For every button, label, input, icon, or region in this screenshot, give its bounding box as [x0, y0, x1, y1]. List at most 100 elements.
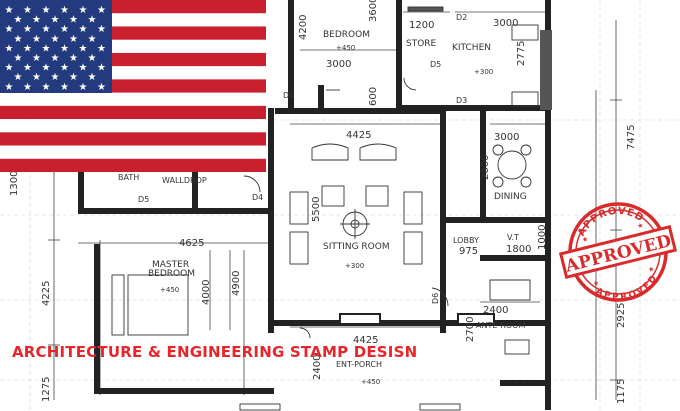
flag-star: ★ — [32, 72, 41, 83]
room-walldrop: WALLDROP — [162, 176, 207, 185]
flag-star: ★ — [69, 53, 78, 64]
level-bedroom: +450 — [336, 44, 355, 52]
flag-star: ★ — [79, 24, 88, 35]
flag-star: ★ — [79, 82, 88, 93]
room-master-line1: MASTER — [152, 260, 189, 270]
dim-label: 3000 — [493, 18, 518, 29]
dim-label: 1275 — [41, 377, 52, 402]
dim-label: 3000 — [494, 132, 519, 143]
flag-star: ★ — [60, 24, 69, 35]
flag-star: ★ — [88, 34, 97, 45]
flag-star: ★ — [42, 63, 51, 74]
room-bedroom: BEDROOM — [323, 30, 370, 40]
level-porch: +450 — [361, 378, 380, 386]
dim-label: 4425 — [353, 335, 378, 346]
flag-star: ★ — [23, 43, 32, 54]
flag-star: ★ — [23, 24, 32, 35]
dim-label: 4000 — [201, 280, 212, 305]
dim-label: 3000 — [326, 59, 351, 70]
flag-star: ★ — [5, 43, 14, 54]
dim-label: 1800 — [506, 244, 531, 255]
flag-star: ★ — [32, 15, 41, 26]
flag-star: ★ — [42, 24, 51, 35]
flag-star: ★ — [79, 43, 88, 54]
dim-label: 2800 — [480, 155, 491, 180]
flag-star: ★ — [60, 82, 69, 93]
dim-label: 600 — [368, 87, 379, 106]
flag-star: ★ — [51, 15, 60, 26]
door-label: D3 — [456, 96, 467, 105]
flag-star: ★ — [88, 15, 97, 26]
level-kitchen: +300 — [474, 68, 493, 76]
flag-star: ★ — [69, 15, 78, 26]
level-sitting: +300 — [345, 262, 364, 270]
flag-star: ★ — [97, 63, 106, 74]
dim-label: 5500 — [311, 197, 322, 222]
flag-star: ★ — [69, 72, 78, 83]
flag-star: ★ — [23, 82, 32, 93]
flag-star: ★ — [97, 24, 106, 35]
dim-label: 3600 — [368, 0, 379, 22]
door-label: D4 — [283, 91, 294, 100]
flag-star: ★ — [51, 72, 60, 83]
us-flag-icon: ★★★★★★★★★★★★★★★★★★★★★★★★★★★★★★★★★★★★★★★★… — [0, 0, 266, 172]
room-bath: BATH — [118, 173, 139, 182]
flag-star: ★ — [5, 24, 14, 35]
flag-star: ★ — [60, 43, 69, 54]
flag-star: ★ — [14, 34, 23, 45]
dim-label: 2775 — [516, 41, 527, 66]
door-label: D4 — [252, 193, 263, 202]
flag-star: ★ — [42, 5, 51, 16]
dim-label: 4425 — [346, 130, 371, 141]
door-label: D5 — [138, 195, 149, 204]
room-ent-porch: ENT-PORCH — [336, 360, 382, 369]
dim-label: 1175 — [616, 379, 627, 404]
flag-star: ★ — [23, 5, 32, 16]
door-label: D2 — [456, 13, 467, 22]
room-kitchen: KITCHEN — [452, 43, 491, 53]
svg-text:★: ★ — [592, 279, 600, 288]
flag-star: ★ — [51, 53, 60, 64]
flag-star: ★ — [32, 53, 41, 64]
room-sitting-room: SITTING ROOM — [323, 242, 390, 252]
flag-star: ★ — [69, 34, 78, 45]
dim-label: 4225 — [41, 281, 52, 306]
flag-star: ★ — [60, 5, 69, 16]
room-store: STORE — [406, 39, 437, 49]
level-master: +450 — [160, 286, 179, 294]
dim-label: 1300 — [9, 171, 20, 196]
flag-star: ★ — [97, 43, 106, 54]
dim-label: 2400 — [483, 305, 508, 316]
flag-star: ★ — [97, 82, 106, 93]
flag-star: ★ — [97, 5, 106, 16]
flag-star: ★ — [14, 53, 23, 64]
room-lobby: LOBBY — [453, 236, 479, 245]
flag-star: ★ — [14, 72, 23, 83]
svg-text:★: ★ — [647, 265, 655, 274]
svg-text:★: ★ — [581, 235, 589, 244]
dim-label: 1200 — [409, 20, 434, 31]
caption-title: ARCHITECTURE & ENGINEERING STAMP DESISN — [12, 343, 418, 361]
flag-star: ★ — [51, 34, 60, 45]
dim-label: 4200 — [298, 15, 309, 40]
flag-star: ★ — [42, 82, 51, 93]
dim-label: 4625 — [179, 238, 204, 249]
flag-star: ★ — [5, 82, 14, 93]
dim-label: 1000 — [537, 225, 548, 250]
flag-star: ★ — [88, 53, 97, 64]
flag-star: ★ — [23, 63, 32, 74]
flag-star: ★ — [88, 72, 97, 83]
room-vt: V.T — [507, 233, 519, 242]
flag-star: ★ — [79, 5, 88, 16]
stamp-main-text: APPROVED — [563, 231, 674, 277]
dim-label: 2700 — [465, 317, 476, 342]
dim-label: 2925 — [616, 303, 627, 328]
flag-star: ★ — [14, 15, 23, 26]
approved-stamp-icon: APPROVED APPROVED APPROVED ★ ★ ★ ★ — [558, 200, 678, 304]
dim-label: 7475 — [626, 125, 637, 150]
room-dining: DINING — [494, 192, 527, 202]
dim-label: 975 — [459, 246, 478, 257]
flag-star: ★ — [60, 63, 69, 74]
svg-text:★: ★ — [636, 221, 644, 230]
